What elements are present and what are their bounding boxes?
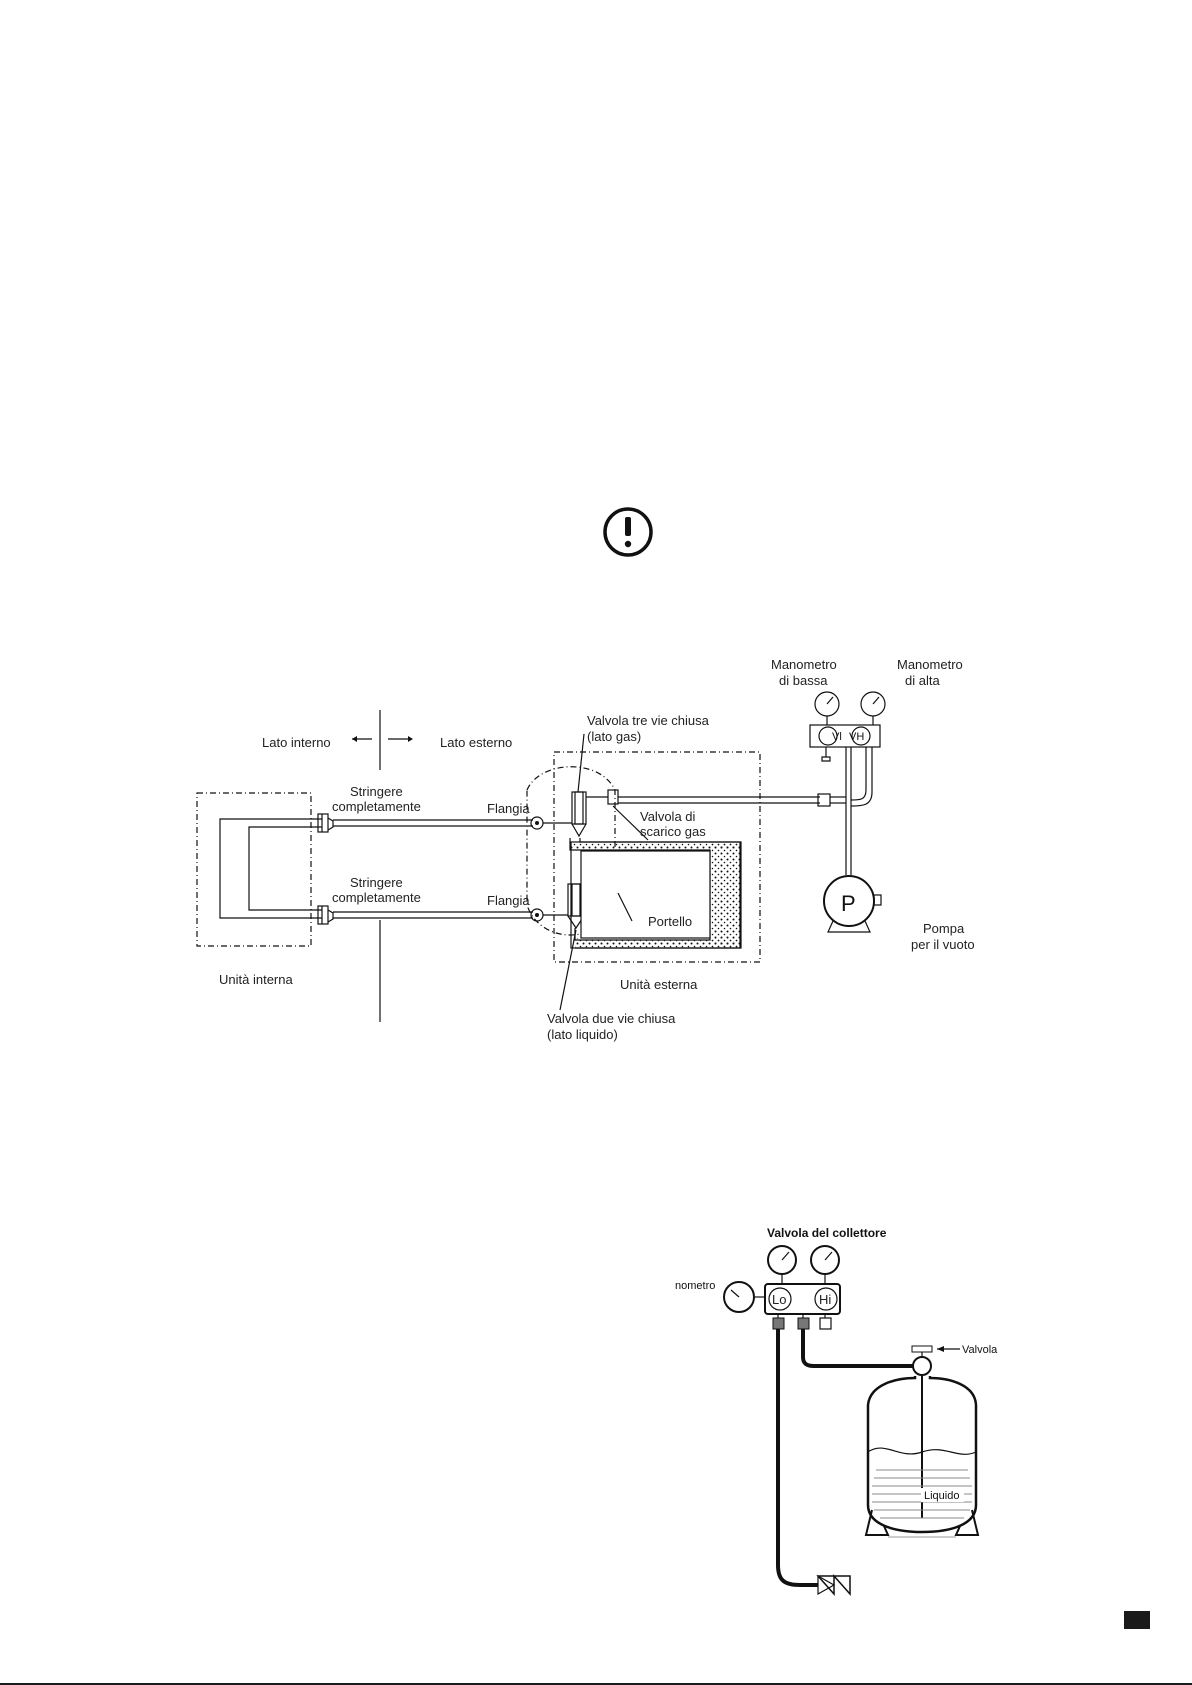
indoor-coil xyxy=(219,818,322,919)
label-stringere-1a: Stringere xyxy=(350,784,403,799)
flare-nut-upper xyxy=(317,813,334,833)
two-way-valve xyxy=(543,883,585,930)
label-stringere-1b: completamente xyxy=(332,799,421,814)
label-manometro-bassa-2: di bassa xyxy=(779,673,828,688)
label-valvola-scarico-1: Valvola di xyxy=(640,809,696,824)
label-flangia-2: Flangia xyxy=(487,893,530,908)
label-valvola-collettore: Valvola del collettore xyxy=(767,1226,887,1240)
label-manometro-alta-2: di alta xyxy=(905,673,940,688)
label-lato-esterno: Lato esterno xyxy=(440,735,512,750)
label-valvola-due-vie-1: Valvola due vie chiusa xyxy=(547,1011,676,1026)
label-valvola-due-vie-2: (lato liquido) xyxy=(547,1027,618,1042)
label-manometro-alta-1: Manometro xyxy=(897,657,963,672)
refrigerant-cylinder xyxy=(864,1376,980,1538)
label-unita-interna: Unità interna xyxy=(219,972,293,987)
flare-nut-lower xyxy=(317,905,334,925)
flange-lower xyxy=(530,908,544,922)
gauge-vl-label: Vl xyxy=(832,731,842,743)
label-valvola-tre-vie-1: Valvola tre vie chiusa xyxy=(587,713,710,728)
high-side-gauge-icon xyxy=(810,1245,840,1284)
label-pompa-2: per il vuoto xyxy=(911,937,975,952)
label-manometro: nometro xyxy=(675,1280,715,1292)
vacuum-pump-icon: P xyxy=(823,875,882,933)
arrow-right-icon xyxy=(388,736,413,742)
label-lato-interno: Lato interno xyxy=(262,735,331,750)
hose-valve-icon xyxy=(816,1574,851,1596)
low-pressure-gauge-icon xyxy=(814,691,840,725)
label-valvola-scarico-2: scarico gas xyxy=(640,824,706,839)
manifold-lo-label: Lo xyxy=(772,1292,786,1307)
gauge-vh-label: VH xyxy=(849,731,864,743)
high-pressure-gauge-icon xyxy=(860,691,886,725)
low-side-gauge-icon xyxy=(767,1245,797,1284)
label-liquido: Liquido xyxy=(924,1490,959,1502)
label-portello: Portello xyxy=(648,914,692,929)
label-pompa-1: Pompa xyxy=(923,921,965,936)
label-stringere-2b: completamente xyxy=(332,890,421,905)
flange-upper xyxy=(530,816,544,830)
bottom-rule xyxy=(0,1683,1192,1685)
label-valvola-tre-vie-2: (lato gas) xyxy=(587,729,641,744)
charging-diagram: Valvola del collettore nometro Lo Hi xyxy=(675,1226,998,1596)
arrow-left-icon xyxy=(352,736,372,742)
three-way-valve xyxy=(543,789,619,838)
page-marker xyxy=(1124,1611,1150,1629)
label-flangia-1: Flangia xyxy=(487,801,530,816)
insulated-pipe xyxy=(569,838,741,949)
label-manometro-bassa-1: Manometro xyxy=(771,657,837,672)
cylinder-valve-icon xyxy=(911,1345,960,1376)
label-unita-esterna: Unità esterna xyxy=(620,977,698,992)
indoor-unit-box xyxy=(196,792,312,947)
label-valvola: Valvola xyxy=(962,1344,998,1356)
pump-letter: P xyxy=(841,891,856,916)
side-gauge-icon xyxy=(723,1281,766,1313)
exclamation-circle-icon xyxy=(603,507,653,557)
manifold-gauge: Vl VH xyxy=(809,691,886,875)
vacuum-diagram: Lato interno Lato esterno Stringere comp… xyxy=(196,657,975,1042)
manifold-hi-label: Hi xyxy=(819,1292,831,1307)
label-stringere-2a: Stringere xyxy=(350,875,403,890)
